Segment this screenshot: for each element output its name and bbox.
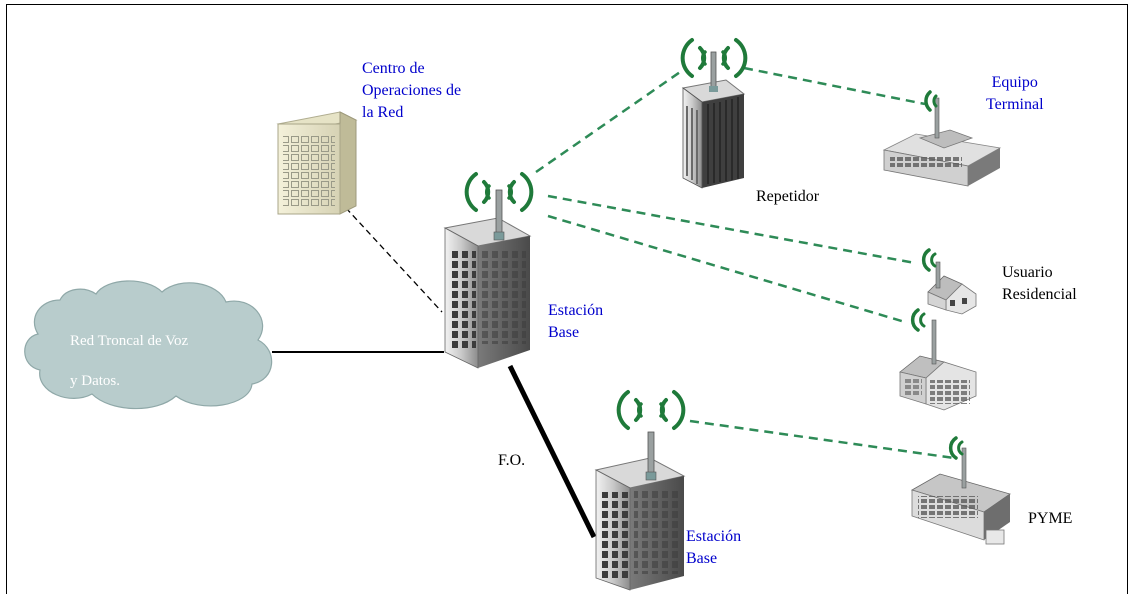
links [272, 66, 955, 539]
repeater-label: Repetidor [756, 188, 820, 205]
base-station-2-label-line-2: Base [686, 550, 718, 567]
base-station-1-label: Estación Base [548, 300, 603, 344]
residential-label: Usuario Residencial [1002, 262, 1077, 306]
fiber-optic-label: F.O. [498, 452, 526, 469]
noc-link [345, 207, 443, 313]
antenna-signal-icon [616, 390, 686, 430]
terminal-label: Equipo Terminal [986, 72, 1044, 116]
noc-label: Centro de Operaciones de la Red [362, 58, 461, 124]
terminal-label-line-1: Equipo [991, 74, 1038, 91]
residential-label-line-2: Residencial [1002, 286, 1077, 303]
noc-label-line-3: la Red [362, 104, 404, 121]
terminal-building-icon [882, 97, 1002, 187]
base-station-2-label: Estación Base [686, 526, 741, 570]
base-station-2-label-line-1: Estación [686, 528, 742, 545]
base-station-1-label-line-1: Estación [548, 302, 604, 319]
antenna-signal-icon [910, 308, 926, 332]
diagram-frame [6, 4, 1128, 594]
residential-label-line-1: Usuario [1002, 264, 1053, 281]
wireless-link-bs1-residencial [547, 194, 916, 265]
base-station-1-label-line-2: Base [548, 324, 580, 341]
base-station-1-icon [443, 189, 532, 369]
terminal-label-line-2: Terminal [986, 96, 1044, 113]
noc-building-icon [276, 111, 358, 215]
antenna-signal-icon [464, 172, 534, 212]
noc-label-line-2: Operaciones de [362, 82, 462, 99]
wireless-link-bs2-pyme [689, 419, 955, 460]
pyme-label: PYME [1028, 510, 1073, 527]
repeater-tower-icon [681, 51, 746, 189]
wireless-link-repetidor-terminal [743, 66, 926, 106]
antenna-signal-icon [948, 436, 964, 460]
wireless-link-bs1-residencial-2 [547, 214, 906, 324]
base-station-2-icon [594, 431, 686, 591]
wireless-link-bs1-repetidor [535, 68, 684, 174]
house-icon [927, 261, 977, 315]
antenna-signal-icon [924, 90, 938, 112]
antenna-signal-icon [680, 38, 748, 78]
cloud-icon [24, 280, 273, 410]
factory-building-icon [910, 447, 1011, 545]
antenna-signal-icon [921, 248, 937, 272]
fiber-optic-link [507, 364, 597, 539]
cloud-label-line-2: y Datos. [70, 373, 120, 389]
apartment-building-icon [899, 319, 977, 411]
cloud-label-line-1: Red Troncal de Voz [70, 333, 189, 349]
noc-label-line-1: Centro de [362, 60, 425, 77]
